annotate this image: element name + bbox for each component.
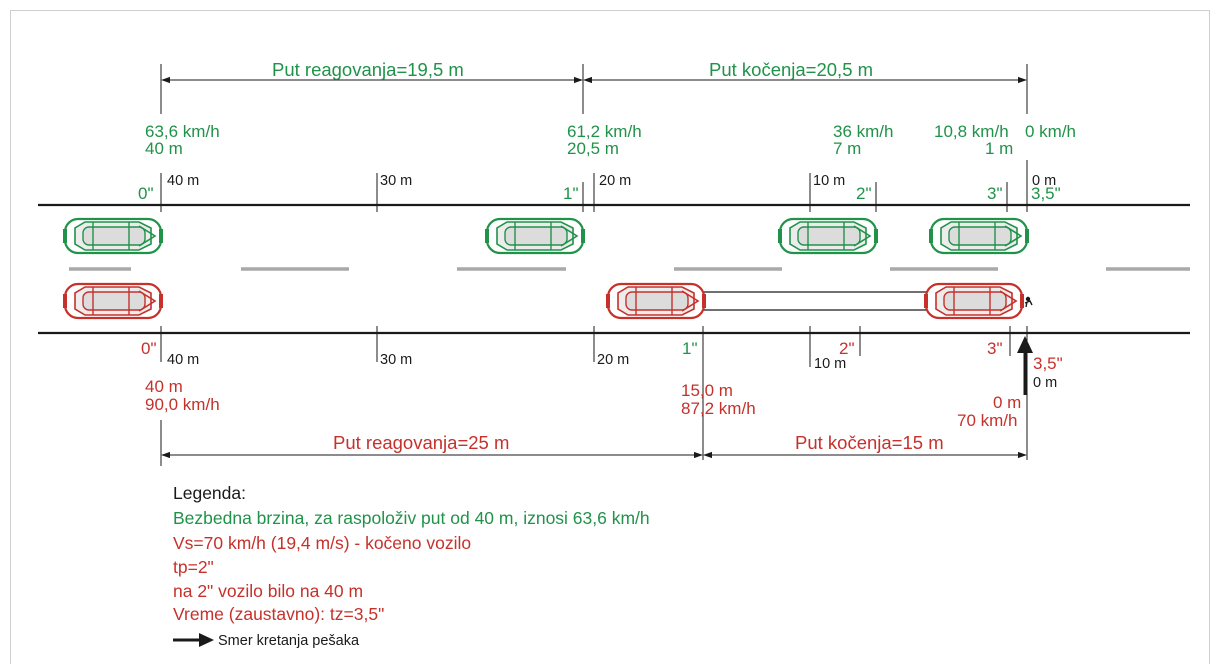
start-speed: 90,0 km/h: [145, 395, 220, 414]
legend-tz: Vreme (zaustavno): tz=3,5": [173, 604, 384, 624]
tick-label: 0 m: [1032, 173, 1056, 189]
bottom-dimension: Put reagovanja=25 m Put kočenja=15 m: [160, 420, 1027, 466]
tick-label: 20 m: [599, 173, 631, 189]
top-braking-title: Put kočenja=20,5 m: [709, 59, 873, 80]
legend-arrow-icon: [173, 633, 214, 647]
time-label: 2": [856, 184, 872, 203]
time-label: 3,5": [1031, 184, 1061, 203]
time-label: 2": [839, 339, 855, 358]
legend-safe-speed: Bezbedna brzina, za raspoloživ put od 40…: [173, 508, 650, 528]
time-label: 3": [987, 339, 1003, 358]
tick-label: 30 m: [380, 352, 412, 368]
red-cars: [61, 282, 1033, 320]
end-speed: 70 km/h: [957, 411, 1017, 430]
mid-distance: 15,0 m: [681, 381, 733, 400]
tick-label: 20 m: [597, 352, 629, 368]
info-speed: 0 km/h: [1025, 122, 1076, 141]
top-reaction-title: Put reagovanja=19,5 m: [272, 59, 464, 80]
end-distance: 0 m: [993, 393, 1021, 412]
frame-border: [10, 10, 1210, 664]
tick-label: 40 m: [167, 352, 199, 368]
time-label: 1": [563, 184, 579, 203]
info-dist: 7 m: [833, 139, 861, 158]
bottom-braking-title: Put kočenja=15 m: [795, 432, 944, 453]
tick-label: 40 m: [167, 173, 199, 189]
mid-speed: 87,2 km/h: [681, 399, 756, 418]
bottom-info: 40 m 90,0 km/h 15,0 m 87,2 km/h 0 m 70 k…: [145, 377, 1021, 430]
top-ticks: 40 m 30 m 20 m 10 m 0 m 0" 1" 2" 3" 3,5": [138, 160, 1061, 212]
legend-arrow-label: Smer kretanja pešaka: [218, 633, 360, 649]
time-label: 0": [138, 184, 154, 203]
tick-label: 10 m: [814, 356, 846, 372]
pedestrian-distance: 0 m: [1033, 375, 1057, 391]
info-speed: 61,2 km/h: [567, 122, 642, 141]
top-info: 63,6 km/h 40 m 61,2 km/h 20,5 m 36 km/h …: [145, 122, 1076, 158]
info-speed: 36 km/h: [833, 122, 893, 141]
tick-label: 10 m: [813, 173, 845, 189]
top-dimension: Put reagovanja=19,5 m Put kočenja=20,5 m: [160, 59, 1028, 114]
bottom-ticks: 40 m 30 m 20 m 10 m 0" 1" 2" 3" 3,5": [141, 326, 1063, 460]
info-dist: 40 m: [145, 139, 183, 158]
legend-vs: Vs=70 km/h (19,4 m/s) - kočeno vozilo: [173, 533, 471, 553]
legend-tp: tp=2": [173, 557, 214, 577]
bottom-reaction-title: Put reagovanja=25 m: [333, 432, 509, 453]
info-speed: 10,8 km/h: [934, 122, 1009, 141]
time-label: 3": [987, 184, 1003, 203]
start-distance: 40 m: [145, 377, 183, 396]
time-label: 0": [141, 339, 157, 358]
time-label: 1": [682, 339, 698, 358]
road: [38, 203, 1190, 335]
legend: Legenda: Bezbedna brzina, za raspoloživ …: [173, 483, 650, 649]
pedestrian-icon: [1024, 296, 1033, 308]
pedestrian-direction-arrow: 0 m: [1017, 336, 1057, 395]
legend-position: na 2" vozilo bilo na 40 m: [173, 581, 363, 601]
tick-label: 30 m: [380, 173, 412, 189]
legend-title: Legenda:: [173, 483, 246, 503]
info-dist: 1 m: [985, 139, 1013, 158]
info-dist: 20,5 m: [567, 139, 619, 158]
time-label: 3,5": [1033, 354, 1063, 373]
info-speed: 63,6 km/h: [145, 122, 220, 141]
